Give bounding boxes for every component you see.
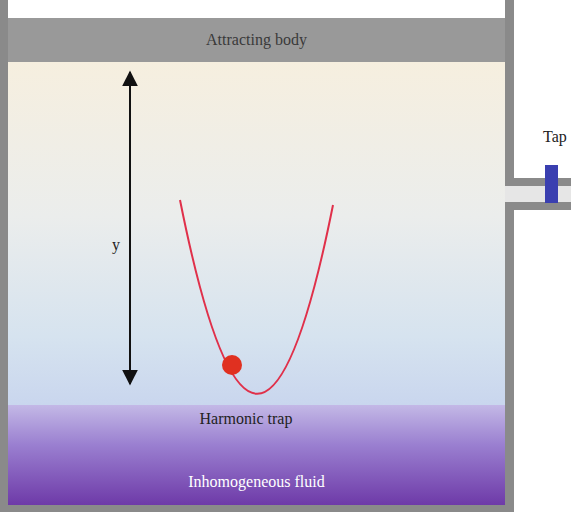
fluid-region [8,62,505,405]
trap-label: Harmonic trap [200,410,293,428]
trapped-particle [222,355,242,375]
tap-valve [545,165,558,203]
node-label: Inhomogeneous fluid [188,473,324,491]
tap-label: Tap [543,128,567,146]
tap-pipe-bore [505,186,571,202]
tap-pipe-top [505,178,571,186]
distance-arrow [129,72,131,384]
harmonic-potential [180,200,333,394]
left-wall [0,0,8,512]
attracting-body-band: Attracting body [8,18,505,62]
right-wall [505,0,514,512]
distance-label: y [112,236,120,254]
tap-pipe-bottom [505,202,571,210]
bottom-wall [0,505,514,512]
node-label: Attracting body [206,31,307,49]
